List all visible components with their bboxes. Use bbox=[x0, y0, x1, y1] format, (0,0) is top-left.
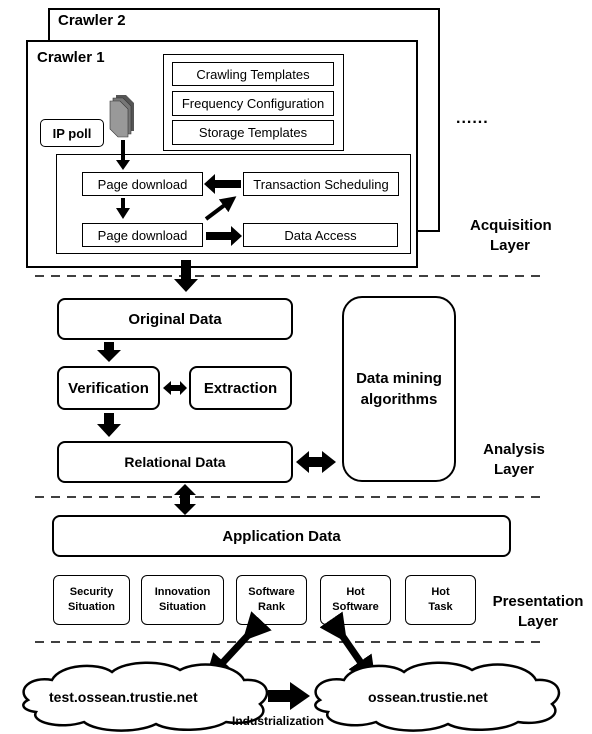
arrow-crawler-to-original-data bbox=[174, 260, 198, 292]
software-rank-line1: Software bbox=[248, 586, 295, 598]
test-site-label: test.ossean.trustie.net bbox=[49, 689, 198, 705]
data-access-label: Data Access bbox=[284, 227, 357, 243]
server-stack-icon bbox=[109, 95, 134, 138]
frequency-configuration-box: Frequency Configuration bbox=[172, 91, 334, 116]
crawling-templates-box: Crawling Templates bbox=[172, 62, 334, 86]
analysis-arrows bbox=[97, 342, 336, 515]
analysis-layer-label: Analysis Layer bbox=[472, 440, 556, 480]
crawler-1-title: Crawler 1 bbox=[37, 49, 105, 66]
arrow-verification-to-relational bbox=[97, 413, 121, 437]
acquisition-layer-line2: Layer bbox=[489, 237, 531, 254]
acquisition-layer-line1: Acquisition bbox=[470, 217, 552, 234]
original-data-label: Original Data bbox=[128, 310, 222, 328]
prod-site-label: ossean.trustie.net bbox=[368, 689, 488, 705]
hot-task-line2: Task bbox=[428, 601, 453, 613]
layer-separators bbox=[35, 275, 545, 643]
data-mining-box: Data mining algorithms bbox=[342, 296, 456, 482]
arrow-industrialization bbox=[268, 682, 310, 710]
analysis-layer-line2: Layer bbox=[493, 461, 535, 478]
storage-templates-box: Storage Templates bbox=[172, 120, 334, 145]
arrow-scheduling-to-download1 bbox=[204, 174, 241, 194]
presentation-layer-line2: Layer bbox=[517, 613, 559, 630]
verification-box: Verification bbox=[57, 366, 160, 410]
arrow-relational-mining bbox=[296, 451, 336, 473]
transaction-scheduling-label: Transaction Scheduling bbox=[253, 176, 389, 192]
industrialization-label: Industrialization bbox=[232, 714, 325, 728]
data-mining-label-line2: algorithms bbox=[360, 391, 438, 408]
frequency-configuration-label: Frequency Configuration bbox=[181, 96, 325, 111]
hot-software-line1: Hot bbox=[346, 586, 365, 598]
acquisition-layer-label: Acquisition Layer bbox=[470, 216, 552, 256]
arrow-relational-application bbox=[174, 484, 196, 515]
data-mining-label-line1: Data mining bbox=[356, 370, 442, 387]
presentation-layer-label: Presentation Layer bbox=[488, 592, 588, 632]
more-crawlers-ellipsis: ...... bbox=[456, 110, 489, 127]
arrow-download2-to-scheduling bbox=[204, 196, 237, 221]
page-download-box-1: Page download bbox=[82, 172, 203, 196]
innovation-situation-line1: Innovation bbox=[154, 586, 211, 598]
storage-templates-label: Storage Templates bbox=[198, 125, 308, 140]
verification-label: Verification bbox=[68, 379, 149, 397]
transaction-scheduling-box: Transaction Scheduling bbox=[243, 172, 399, 196]
innovation-situation-line2: Situation bbox=[158, 601, 207, 613]
ip-poll-box: IP poll bbox=[40, 119, 104, 147]
arrow-download2-to-data-access bbox=[206, 226, 242, 246]
page-download-label-2: Page download bbox=[97, 227, 188, 243]
original-data-box: Original Data bbox=[57, 298, 293, 340]
arrow-verification-extraction bbox=[163, 381, 187, 395]
data-access-box: Data Access bbox=[243, 223, 398, 247]
ip-poll-label: IP poll bbox=[52, 125, 92, 141]
software-rank-line2: Rank bbox=[258, 601, 285, 613]
extraction-label: Extraction bbox=[203, 379, 278, 397]
application-data-box: Application Data bbox=[52, 515, 511, 557]
page-download-box-2: Page download bbox=[82, 223, 203, 247]
cloud-prod-site bbox=[314, 661, 561, 732]
security-situation-line2: Situation bbox=[67, 601, 116, 613]
hot-task-card: Hot Task bbox=[405, 575, 476, 625]
relational-data-label: Relational Data bbox=[124, 454, 226, 470]
hot-software-line2: Software bbox=[332, 601, 379, 613]
innovation-situation-card: Innovation Situation bbox=[141, 575, 224, 625]
presentation-layer-line1: Presentation bbox=[492, 593, 584, 610]
extraction-box: Extraction bbox=[189, 366, 292, 410]
cloud-test-site bbox=[22, 661, 269, 732]
application-data-label: Application Data bbox=[222, 527, 341, 545]
arrow-original-to-verification bbox=[97, 342, 121, 362]
arrow-ip-to-download bbox=[116, 140, 130, 170]
security-situation-card: Security Situation bbox=[53, 575, 130, 625]
acquisition-arrows bbox=[116, 140, 242, 246]
page-download-label-1: Page download bbox=[97, 176, 188, 192]
security-situation-line1: Security bbox=[69, 586, 114, 598]
relational-data-box: Relational Data bbox=[57, 441, 293, 483]
arrow-download1-to-download2 bbox=[116, 198, 130, 219]
crawling-templates-label: Crawling Templates bbox=[196, 66, 310, 82]
arrow-hot-software-to-prod-site bbox=[319, 611, 376, 685]
hot-task-line1: Hot bbox=[431, 586, 450, 598]
crawler-2-title: Crawler 2 bbox=[58, 12, 126, 29]
analysis-layer-line1: Analysis bbox=[483, 441, 545, 458]
